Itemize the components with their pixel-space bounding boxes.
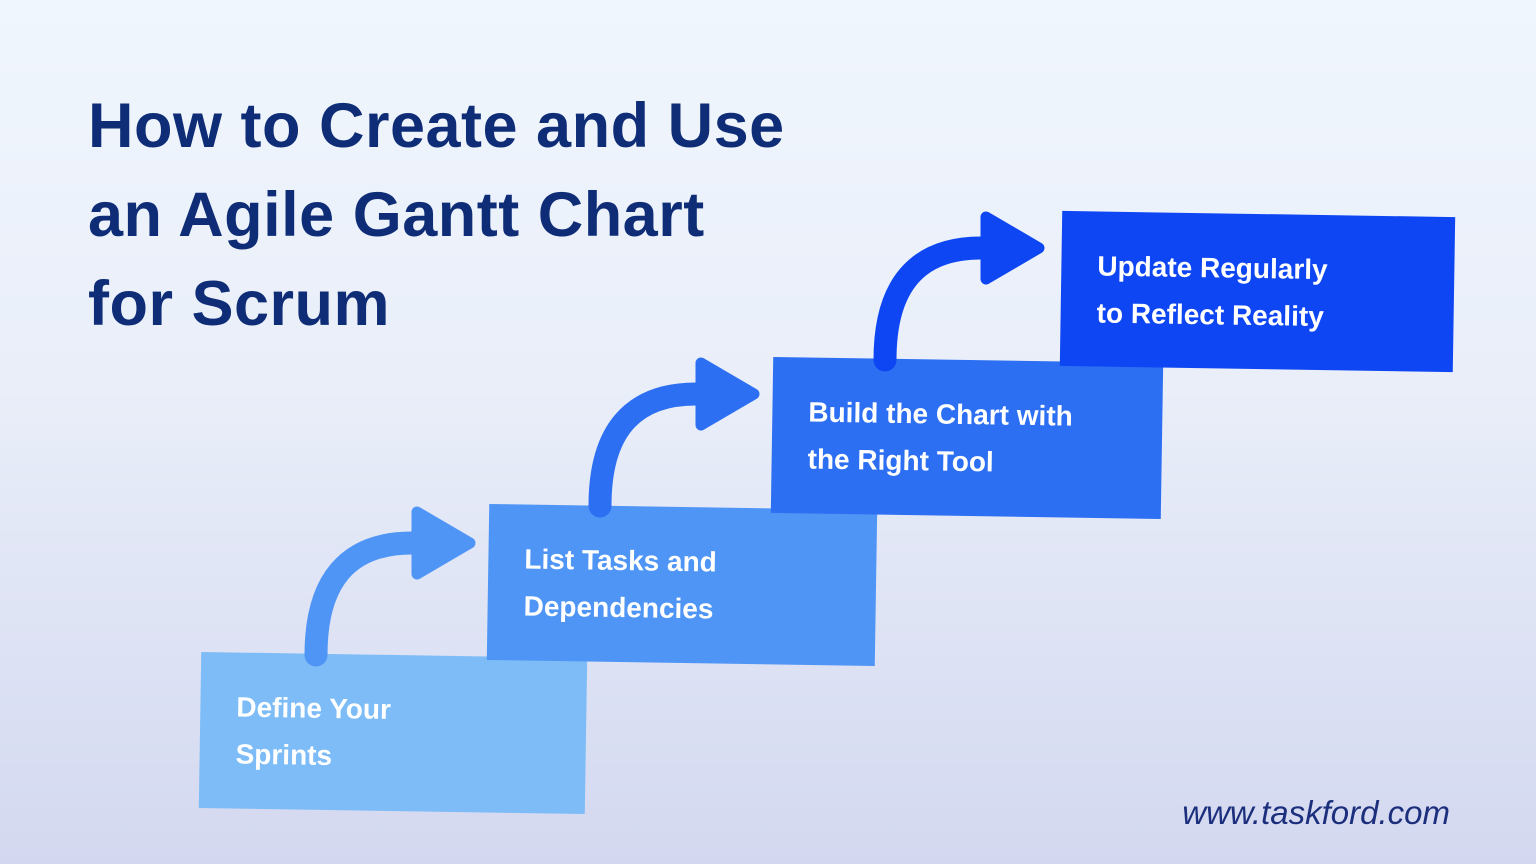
- title-line-2: an Agile Gantt Chart: [88, 180, 705, 250]
- step-label-line-2: to Reflect Reality: [1096, 296, 1325, 332]
- step-box-list-tasks: List Tasks and Dependencies: [486, 503, 878, 667]
- website-url: www.taskford.com: [1182, 794, 1450, 831]
- step-label: Build the Chart with the Right Tool: [771, 388, 1073, 487]
- step-label-line-2: Dependencies: [523, 590, 714, 625]
- step-label-line-1: List Tasks and: [524, 543, 718, 578]
- page-title: How to Create and Use an Agile Gantt Cha…: [88, 82, 785, 349]
- step-box-update-regularly: Update Regularly to Reflect Reality: [1059, 210, 1456, 373]
- curved-arrow-icon: [588, 357, 760, 518]
- step-label: Define Your Sprints: [199, 683, 391, 780]
- title-line-3: for Scrum: [88, 269, 391, 339]
- curved-arrow-icon: [873, 211, 1045, 372]
- step-label: List Tasks and Dependencies: [487, 535, 717, 633]
- step-box-build-chart: Build the Chart with the Right Tool: [770, 356, 1164, 520]
- step-label-line-1: Build the Chart with: [808, 396, 1074, 432]
- step-label-line-2: Sprints: [235, 738, 333, 772]
- step-box-define-sprints: Define Your Sprints: [198, 651, 588, 815]
- step-label: Update Regularly to Reflect Reality: [1060, 241, 1328, 339]
- step-label-line-1: Define Your: [236, 691, 392, 725]
- step-label-line-2: the Right Tool: [807, 443, 994, 478]
- title-line-1: How to Create and Use: [88, 91, 785, 161]
- step-label-line-1: Update Regularly: [1097, 249, 1328, 285]
- curved-arrow-icon: [304, 506, 476, 667]
